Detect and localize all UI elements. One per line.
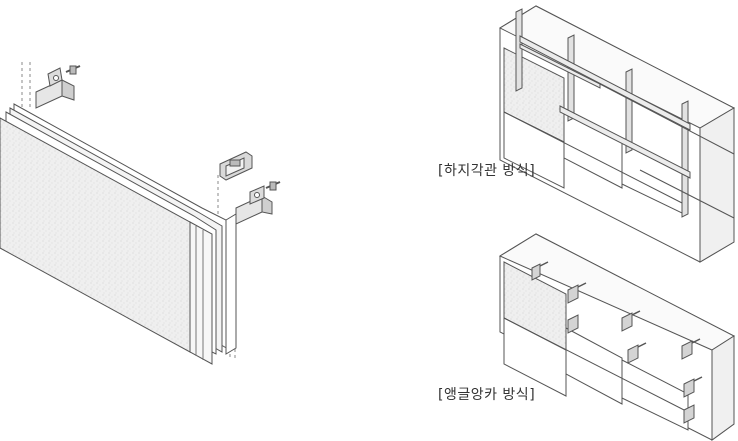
bracket-top-left — [35, 65, 81, 109]
caption-subframe-method: [하지각관 방식] — [438, 163, 536, 179]
left-panel-assembly — [0, 62, 281, 365]
caption-angle-anchor-method: [앵글앙카 방식] — [438, 387, 536, 403]
subframe-method-illustration — [498, 5, 736, 263]
angle-anchor-method-illustration — [498, 233, 736, 441]
bracket-lower — [235, 181, 281, 225]
bracket-middle — [219, 151, 253, 181]
